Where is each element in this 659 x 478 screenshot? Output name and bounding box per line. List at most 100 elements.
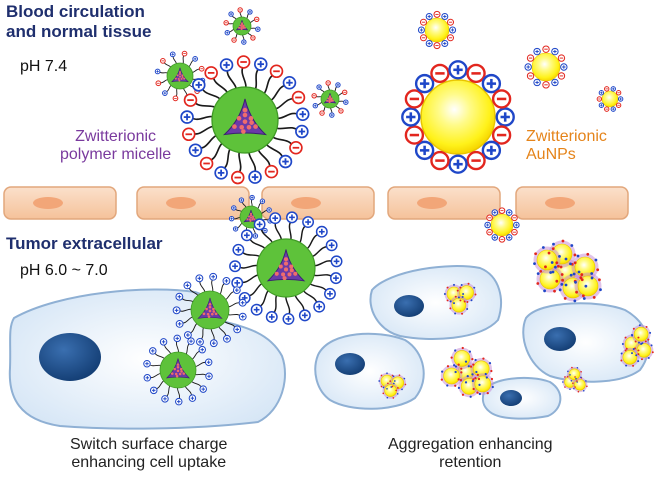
endothelial-cell bbox=[3, 186, 117, 220]
negative-charge bbox=[250, 35, 256, 41]
positive-charge bbox=[255, 26, 261, 32]
negative-charge bbox=[526, 54, 535, 62]
negative-charge bbox=[557, 72, 566, 80]
positive-charge bbox=[324, 287, 336, 300]
positive-charge bbox=[241, 39, 247, 45]
positive-charge bbox=[262, 227, 268, 234]
negative-charge bbox=[466, 150, 486, 171]
positive-charge bbox=[329, 112, 335, 118]
negative-charge bbox=[498, 236, 506, 243]
negative-charge bbox=[430, 150, 450, 171]
positive-charge bbox=[610, 106, 616, 112]
positive-charge bbox=[330, 272, 342, 285]
positive-charge bbox=[192, 78, 206, 92]
positive-charge bbox=[286, 211, 298, 224]
negative-charge bbox=[237, 7, 243, 13]
gold-nanoparticle bbox=[574, 272, 602, 300]
nanoparticle-aggregate bbox=[533, 239, 602, 303]
positive-charge bbox=[269, 212, 282, 225]
negative-charge bbox=[433, 10, 441, 18]
negative-charge bbox=[557, 54, 566, 62]
positive-charge bbox=[481, 73, 502, 94]
tumor-heading: Tumor extracellular bbox=[6, 234, 163, 253]
positive-charge bbox=[222, 276, 231, 285]
polymer-micelle bbox=[223, 7, 261, 45]
positive-charge bbox=[173, 334, 181, 343]
positive-charge bbox=[188, 394, 197, 402]
negative-charge bbox=[604, 86, 610, 92]
positive-charge bbox=[533, 47, 541, 56]
tumor-cell bbox=[481, 376, 562, 420]
negative-charge bbox=[526, 72, 535, 80]
positive-charge bbox=[169, 51, 176, 58]
positive-charge bbox=[282, 312, 295, 325]
positive-charge bbox=[205, 372, 213, 381]
positive-charge bbox=[149, 347, 157, 355]
right-caption-line1: Aggregation enhancing bbox=[388, 436, 553, 453]
positive-charge bbox=[238, 197, 245, 203]
polymer-micelle bbox=[154, 50, 206, 102]
nanoparticle-aggregate bbox=[378, 372, 407, 399]
positive-charge bbox=[143, 374, 152, 382]
positive-charge bbox=[302, 216, 315, 229]
positive-charge bbox=[248, 170, 262, 184]
negative-charge bbox=[160, 58, 166, 64]
positive-charge bbox=[143, 359, 151, 368]
positive-charge bbox=[316, 84, 322, 90]
gold-nanoparticle bbox=[451, 347, 473, 370]
polymer-micelle bbox=[311, 80, 349, 118]
positive-charge bbox=[224, 30, 230, 36]
positive-charge bbox=[249, 194, 255, 201]
positive-charge bbox=[481, 140, 502, 161]
negative-charge bbox=[181, 50, 188, 57]
right-caption-line2: retention bbox=[439, 454, 502, 472]
positive-charge bbox=[229, 260, 241, 273]
positive-charge bbox=[223, 334, 231, 343]
negative-charge bbox=[182, 127, 196, 142]
left-caption-line1: Switch surface charge bbox=[70, 436, 228, 453]
positive-charge bbox=[505, 209, 513, 216]
tumor-nucleus bbox=[544, 327, 576, 351]
negative-charge bbox=[486, 214, 493, 222]
gold-nanoparticle bbox=[524, 45, 568, 89]
positive-charge bbox=[449, 26, 457, 34]
positive-charge bbox=[495, 107, 515, 127]
aunp-label: Zwitterionic AuNPs bbox=[526, 128, 607, 165]
negative-charge bbox=[338, 108, 344, 114]
negative-charge bbox=[604, 106, 610, 112]
right-caption: Aggregation enhancing retention bbox=[388, 436, 553, 473]
gold-nanoparticle bbox=[631, 324, 651, 344]
negative-charge bbox=[289, 141, 303, 155]
positive-charge bbox=[417, 26, 425, 34]
positive-charge bbox=[265, 311, 278, 323]
positive-charge bbox=[231, 276, 244, 289]
positive-charge bbox=[560, 63, 568, 71]
endothelial-nucleus bbox=[417, 197, 447, 209]
tumor-nucleus bbox=[394, 295, 424, 317]
negative-charge bbox=[311, 93, 317, 99]
negative-charge bbox=[236, 55, 251, 69]
positive-charge bbox=[192, 56, 198, 62]
positive-charge bbox=[312, 103, 318, 109]
positive-charge bbox=[175, 397, 183, 406]
positive-charge bbox=[233, 325, 242, 334]
positive-charge bbox=[295, 107, 310, 122]
positive-charge bbox=[232, 243, 245, 256]
negative-charge bbox=[223, 20, 229, 26]
positive-charge bbox=[150, 386, 158, 395]
positive-charge bbox=[180, 110, 194, 124]
positive-charge bbox=[172, 306, 181, 315]
micelle-label: Zwitterionic polymer micelle bbox=[60, 128, 171, 165]
positive-charge bbox=[162, 90, 168, 96]
positive-charge bbox=[425, 40, 433, 48]
positive-charge bbox=[330, 255, 343, 268]
positive-charge bbox=[247, 9, 253, 15]
positive-charge bbox=[209, 339, 218, 348]
positive-charge bbox=[228, 215, 235, 222]
positive-charge bbox=[253, 218, 266, 231]
positive-charge bbox=[250, 303, 263, 316]
positive-charge bbox=[196, 337, 204, 346]
negative-charge bbox=[542, 45, 550, 53]
positive-charge bbox=[617, 96, 624, 102]
